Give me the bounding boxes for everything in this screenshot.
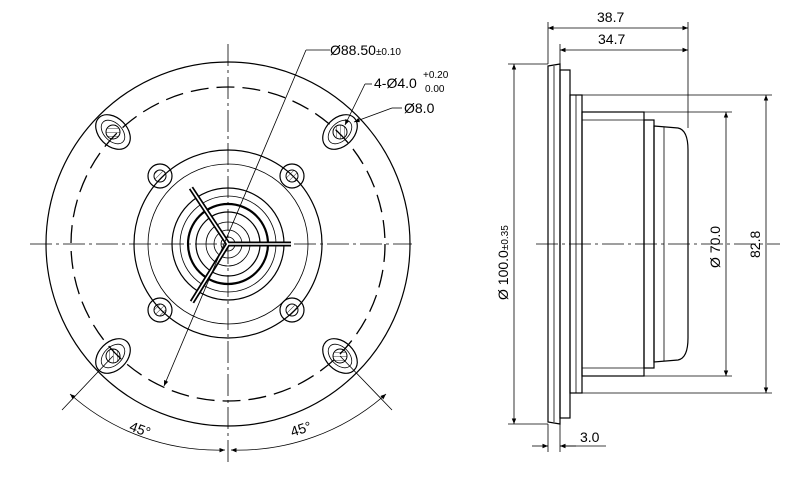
overall-depth-label: 38.7	[597, 9, 624, 25]
faceplate-outline	[133, 149, 323, 339]
side-view: 38.7 34.7 Ø 100.0±0.35 Ø 70.0 82.8 3.0	[495, 9, 780, 452]
mounting-hole	[322, 114, 358, 150]
hole-spec-label: 4-Ø4.0	[374, 75, 417, 91]
pcd-label: Ø88.50±0.10	[330, 42, 401, 58]
counterbore-label: Ø8.0	[404, 100, 435, 116]
faceplate-inner-ring	[147, 163, 309, 325]
counterbore-leader	[353, 107, 393, 123]
hole-tol-lower: 0.00	[425, 84, 445, 95]
hole-tol-upper: +0.20	[423, 70, 449, 81]
pcd-leader	[163, 49, 307, 387]
faceplate-screw	[147, 163, 173, 189]
rear-diameter-label: 82.8	[747, 231, 763, 258]
hole-leader	[344, 83, 366, 126]
angle-label-right: 45°	[288, 418, 313, 440]
faceplate-screw	[279, 297, 305, 323]
angle-label-left: 45°	[128, 418, 153, 440]
pitch-circle	[70, 86, 386, 402]
faceplate-screw	[279, 163, 305, 189]
faceplate-screw	[147, 297, 173, 323]
flange-thickness-label: 3.0	[580, 429, 600, 445]
body-depth-label: 34.7	[598, 31, 625, 47]
flange-outline	[45, 61, 411, 427]
angle-arc-left	[69, 393, 226, 453]
flange-diameter-label: Ø 100.0±0.35	[495, 225, 511, 300]
body-diameter-label: Ø 70.0	[707, 226, 723, 268]
front-view: Ø88.50±0.10 4-Ø4.0 +0.20 0.00 Ø8.0 45° 4…	[30, 42, 449, 462]
angle-arc-right	[230, 393, 387, 453]
angle-extension-left	[61, 355, 114, 411]
side-rear-cap	[653, 125, 689, 363]
mounting-hole	[95, 114, 131, 150]
angle-extension-right	[339, 355, 393, 411]
